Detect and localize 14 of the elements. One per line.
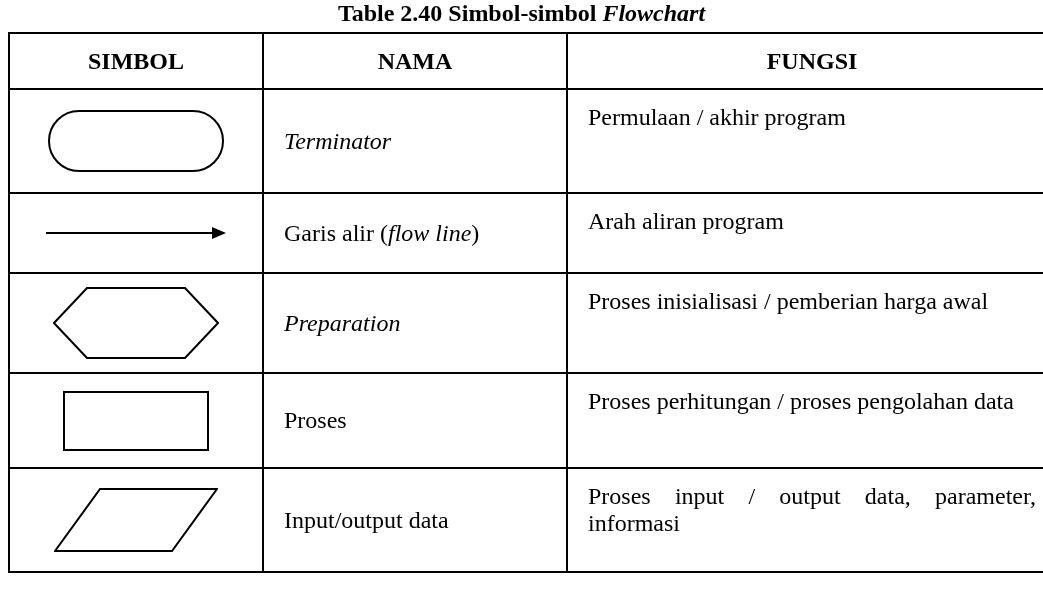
symbol-name: Proses (284, 407, 347, 433)
symbol-name: Input/output data (284, 506, 449, 533)
symbol-function: Arah aliran program (588, 208, 784, 234)
table-title: Table 2.40 Simbol-simbol Flowchart (336, 0, 707, 27)
symbol-name: Preparation (284, 309, 401, 336)
symbol-function: Proses perhitungan / proses pengolahan data (588, 388, 1014, 414)
symbol-function: Proses input / output data, parameter, informasi (588, 483, 1036, 536)
symbol-name: Garis alir (flow line) (284, 219, 480, 246)
column-header: NAMA (263, 33, 567, 89)
column-header: SIMBOL (9, 33, 263, 89)
symbol-name: Terminator (284, 127, 392, 154)
symbol-function: Proses inisialisasi / pemberian harga awal (588, 288, 989, 314)
column-header: FUNGSI (567, 33, 1043, 89)
symbol-function: Permulaan / akhir program (588, 104, 846, 130)
